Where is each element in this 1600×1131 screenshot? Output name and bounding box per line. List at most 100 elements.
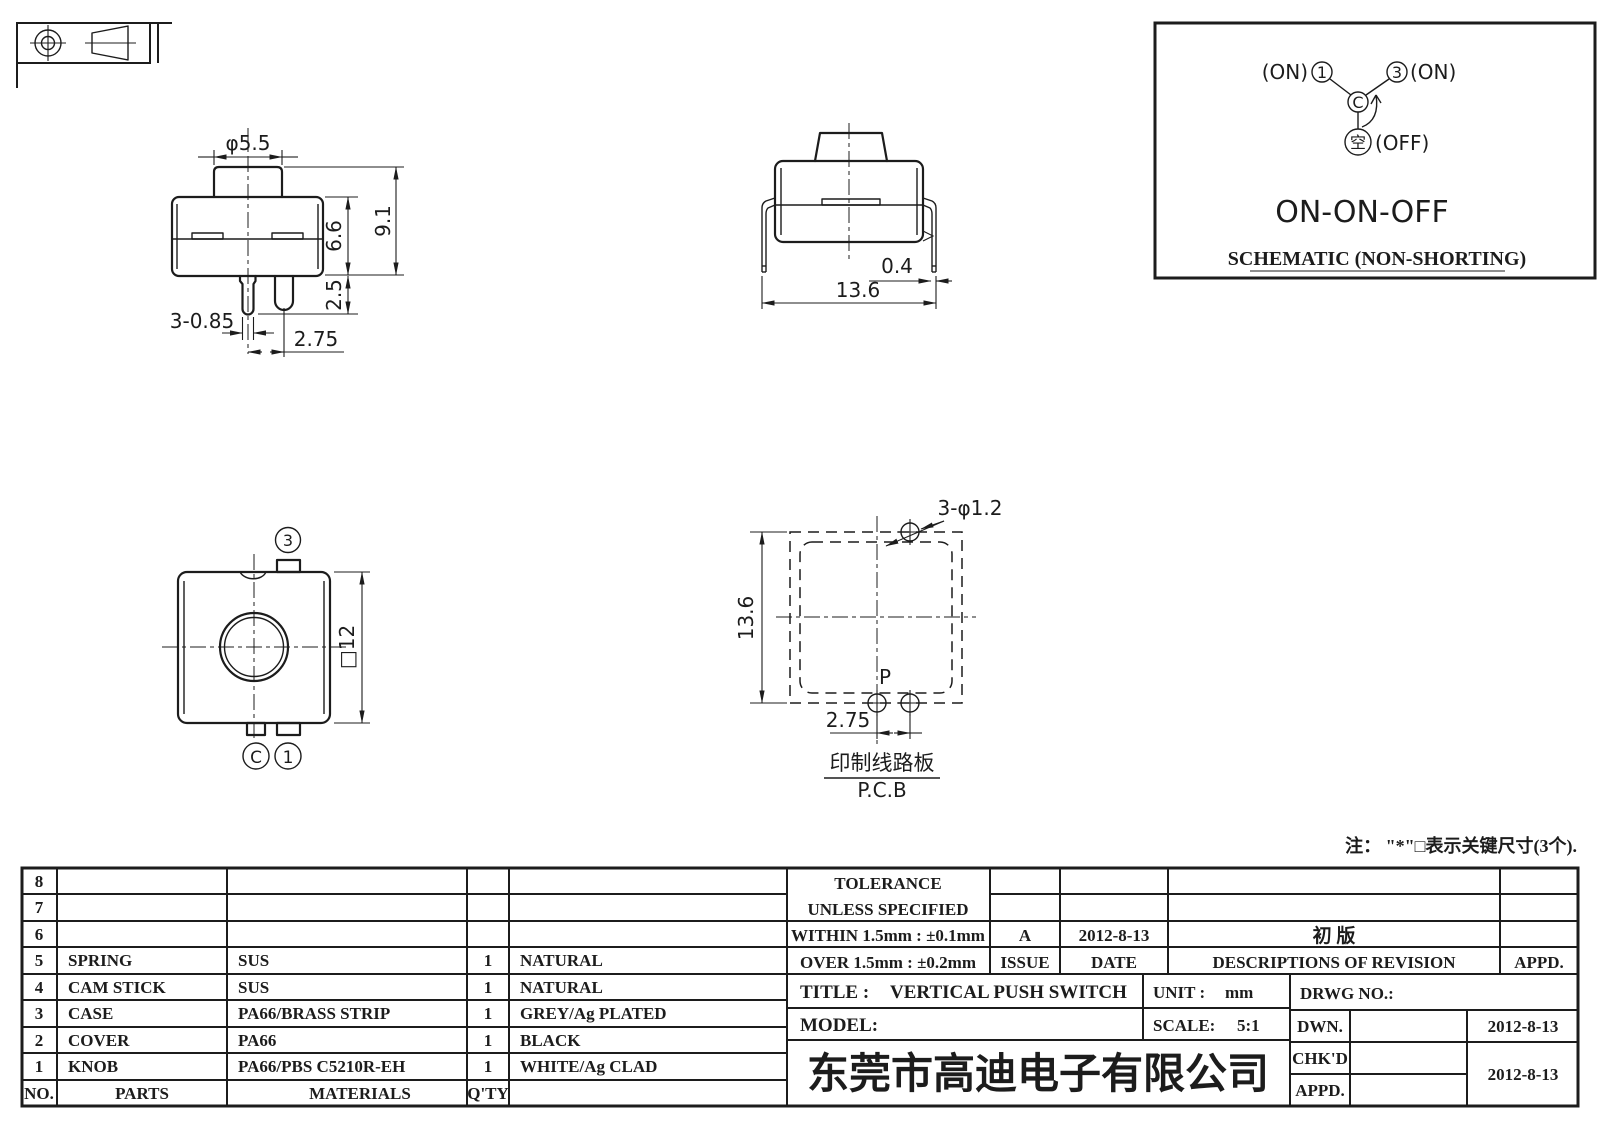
front-center-pin — [238, 274, 257, 316]
pcb-point-label: P — [879, 665, 891, 689]
pole-1-circle — [1311, 61, 1333, 83]
company-name: 东莞市高迪电子有限公司 — [807, 1051, 1269, 1098]
terminal-3-label: 3 — [283, 531, 293, 550]
issue-header: ISSUE — [1000, 953, 1049, 972]
part-finish: GREY/Ag PLATED — [520, 1004, 667, 1023]
dim-body-height: 6.6 — [322, 220, 346, 252]
common-label: C — [1352, 93, 1363, 112]
chkd-date: 2012-8-13 — [1488, 1065, 1559, 1084]
title-value: VERTICAL PUSH SWITCH — [890, 982, 1127, 1003]
part-material: PA66/PBS C5210R-EH — [238, 1057, 405, 1076]
terminal-3-balloon — [274, 526, 302, 554]
cone-projection-icon — [85, 25, 136, 61]
front-right-pin — [273, 274, 295, 312]
front-knob — [212, 165, 284, 199]
dim-leg-thickness: 0.4 — [881, 254, 913, 278]
dim-pcb-holes: 3-φ1.2 — [938, 496, 1003, 520]
header-no: NO. — [24, 1084, 54, 1103]
part-material: PA66 — [238, 1031, 276, 1050]
part-no: 1 — [35, 1057, 44, 1076]
off-empty-label: 空 — [1350, 133, 1366, 152]
revision-description: 初 版 — [1313, 924, 1356, 947]
dim-knob-dia: φ5.5 — [226, 131, 271, 155]
note-text: 注： "*"□表示关键尺寸(3个). — [1345, 835, 1577, 857]
terminal-c-tab — [245, 721, 267, 737]
schematic-caption: SCHEMATIC (NON-SHORTING) — [1228, 248, 1526, 270]
terminal-3-tab — [275, 558, 302, 574]
part-no: 6 — [35, 925, 44, 944]
part-finish: WHITE/Ag CLAD — [520, 1057, 657, 1076]
terminal-1-balloon — [274, 742, 302, 770]
off-circle — [1344, 128, 1372, 156]
tolerance-over: OVER 1.5mm : ±0.2mm — [800, 953, 976, 972]
schematic-box: 1 3 C 空 (ON) (ON) (OFF) ON-ON-OFF SCHEMA… — [1153, 21, 1597, 280]
part-name: CAM STICK — [68, 978, 167, 997]
pcb-hole-right — [897, 690, 923, 716]
right-on-label: (ON) — [1410, 60, 1456, 84]
dim-pin-length: 2.5 — [322, 279, 346, 311]
pole-3-label: 3 — [1392, 63, 1402, 82]
parts-table: 8 7 6 5 4 3 2 1 SPRING CAM STICK CASE CO… — [24, 872, 666, 1103]
part-qty: 1 — [484, 1004, 493, 1023]
part-name: CASE — [68, 1004, 113, 1023]
header-materials: MATERIALS — [309, 1084, 411, 1103]
drwg-no-label: DRWG NO.: — [1300, 984, 1394, 1003]
part-no: 4 — [35, 978, 44, 997]
tolerance-subtitle: UNLESS SPECIFIED — [807, 900, 968, 919]
pcb-caption-en: P.C.B — [857, 778, 906, 802]
header-qty: Q'TY — [467, 1084, 509, 1103]
part-no: 5 — [35, 951, 44, 970]
common-circle — [1347, 91, 1369, 113]
terminal-c-label: C — [250, 748, 262, 768]
pcb-caption-cn: 印制线路板 — [830, 751, 935, 775]
revision-appd-header: APPD. — [1514, 953, 1564, 972]
part-qty: 1 — [484, 951, 493, 970]
part-finish: NATURAL — [520, 978, 603, 997]
tolerance-title: TOLERANCE — [834, 874, 941, 893]
front-body — [170, 195, 325, 278]
issue-value: A — [1019, 926, 1032, 945]
table-grid — [20, 866, 1580, 1108]
target-icon — [30, 25, 66, 61]
projection-symbol-box — [16, 22, 172, 88]
dim-pin-width: 3-0.85 — [170, 309, 234, 333]
unit-label: UNIT : — [1153, 983, 1205, 1002]
pcb-view: 3-φ1.2 13.6 P 2.75 印制线路板 P.C.B — [734, 496, 1002, 802]
part-finish: BLACK — [520, 1031, 581, 1050]
bottom-knob-circle — [218, 611, 290, 683]
issue-date: 2012-8-13 — [1079, 926, 1150, 945]
part-material: SUS — [238, 978, 269, 997]
part-material: PA66/BRASS STRIP — [238, 1004, 390, 1023]
model-label: MODEL: — [800, 1015, 878, 1036]
tolerance-within: WITHIN 1.5mm : ±0.1mm — [791, 926, 985, 945]
function-label: ON-ON-OFF — [1275, 195, 1449, 230]
title-block: TOLERANCE UNLESS SPECIFIED WITHIN 1.5mm … — [791, 874, 1564, 1100]
part-no: 8 — [35, 872, 44, 891]
revision-header: DESCRIPTIONS OF REVISION — [1212, 953, 1456, 972]
side-knob — [813, 131, 889, 163]
side-body — [773, 159, 925, 244]
part-no: 7 — [35, 898, 44, 917]
dwn-label: DWN. — [1297, 1017, 1343, 1036]
side-left-leg — [761, 197, 776, 273]
dim-body-width: 13.6 — [836, 278, 881, 302]
terminal-c-balloon — [242, 742, 270, 770]
side-right-leg — [922, 197, 937, 273]
dim-total-height: 9.1 — [371, 205, 395, 237]
part-qty: 1 — [484, 1031, 493, 1050]
part-finish: NATURAL — [520, 951, 603, 970]
pcb-outline — [789, 531, 963, 704]
part-material: SUS — [238, 951, 269, 970]
part-name: COVER — [68, 1031, 130, 1050]
dim-pcb-height: 13.6 — [734, 596, 758, 641]
pcb-body-outline — [799, 541, 953, 694]
dwn-date: 2012-8-13 — [1488, 1017, 1559, 1036]
header-parts: PARTS — [115, 1084, 169, 1103]
scale-label: SCALE: — [1153, 1016, 1215, 1035]
part-qty: 1 — [484, 978, 493, 997]
bottom-view: 3 C 1 □12 — [162, 526, 370, 770]
left-on-label: (ON) — [1262, 60, 1308, 84]
key-dimension-note: 注： "*"□表示关键尺寸(3个). — [1345, 835, 1577, 857]
